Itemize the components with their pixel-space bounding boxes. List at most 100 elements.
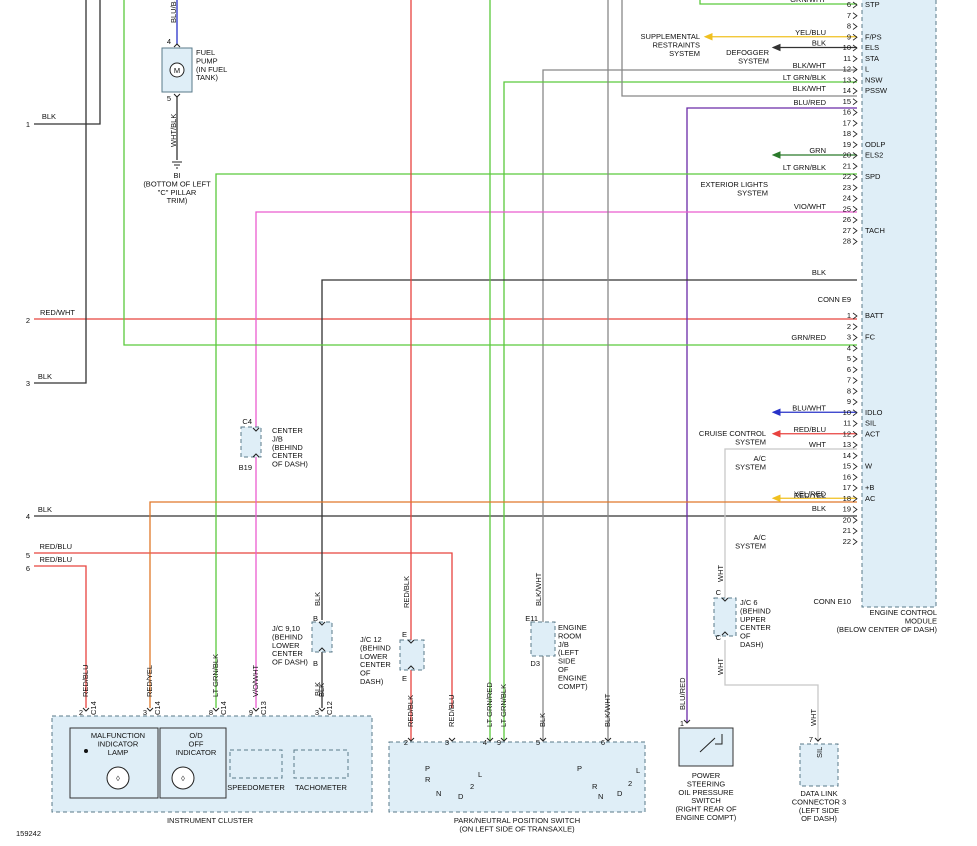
ecm-pin-number: 21 — [843, 161, 851, 170]
pin-label: C — [716, 588, 722, 597]
wire-label: BLK — [812, 268, 826, 277]
wire-label: RED/BLU — [39, 555, 72, 564]
wire-label: BLU/RED — [793, 98, 826, 107]
ecm-pin-number: 19 — [843, 140, 851, 149]
ecm-pin-number: 10 — [843, 408, 851, 417]
gear-label: R — [425, 775, 431, 784]
connector-chevron — [486, 737, 494, 742]
wire-label: WHT — [716, 565, 725, 582]
wire-label: BLK — [38, 505, 52, 514]
connector-chevron — [252, 453, 260, 458]
wires-layer — [34, 0, 857, 771]
ecm-pin-chevron — [852, 87, 858, 95]
wire-label: RED/BLU — [793, 425, 826, 434]
ecm-pin-chevron — [852, 66, 858, 73]
gear-label: N — [436, 789, 441, 798]
connector-chevron — [407, 737, 415, 742]
pin-number: 8 — [209, 708, 213, 717]
connector-chevron — [82, 707, 90, 712]
ecm-pin-number: 19 — [843, 505, 851, 514]
ecm-pin-number: 2 — [847, 322, 851, 331]
wire-label: RED/YEL — [145, 665, 154, 697]
connector-chevron — [814, 737, 822, 742]
ecm-pin-chevron — [852, 195, 858, 202]
ground-icon — [172, 161, 182, 169]
ecm-pin-number: 18 — [843, 129, 851, 138]
ecm-pin-chevron — [852, 463, 858, 470]
lamp-icon — [106, 766, 130, 790]
center-jb-box — [240, 426, 262, 458]
ecm-pin-number: 6 — [847, 365, 851, 374]
wire-sil — [724, 448, 857, 598]
gear-label: R — [592, 782, 598, 791]
pin-number: 3 — [143, 708, 147, 717]
ecm-pin-number: 14 — [843, 86, 851, 95]
wire-label: LT GRN/BLK — [499, 684, 508, 727]
connector-chevron — [539, 737, 547, 742]
arrow-icon — [703, 32, 713, 41]
pin-number: 2 — [404, 738, 408, 747]
ref-number: 2 — [26, 316, 30, 325]
ecm-pin-name: L — [865, 65, 869, 74]
mil-circuit — [69, 727, 159, 799]
wire-label: WHT — [809, 709, 818, 726]
ecm-pin-name: +B — [865, 483, 874, 492]
connector-chevron — [721, 631, 729, 636]
ecm-pin-chevron — [852, 173, 858, 181]
ecm-pin-chevron — [852, 538, 858, 546]
wire-label: GRN — [809, 146, 826, 155]
connector-chevron — [252, 427, 260, 432]
od-circuit — [159, 727, 227, 799]
ecm-conn-e9: CONN E9 — [818, 295, 851, 304]
ecm-pin-chevron — [852, 141, 858, 149]
wire-label: BLU/RED — [678, 677, 687, 710]
ecm-pin-chevron — [852, 162, 858, 170]
gear-label: D — [617, 789, 623, 798]
wire-label: WHT/BLK — [169, 114, 178, 147]
ecm-pin-number: 15 — [843, 97, 851, 106]
connector-chevron — [448, 737, 456, 742]
ecm-pin-number: 26 — [843, 215, 851, 224]
ecm-pin-chevron — [852, 55, 858, 63]
ecm-pin-number: 17 — [843, 483, 851, 492]
ecm-pin-chevron — [852, 377, 858, 384]
ecm-pin-number: 22 — [843, 172, 851, 181]
ecm-pin-name: STP — [865, 0, 880, 9]
arrow-icon — [771, 494, 781, 503]
arrow-icon — [771, 151, 781, 159]
connector-chevron — [173, 93, 181, 98]
wire-label: LT GRN/BLK — [783, 73, 826, 82]
ecm-pin-name: IDLO — [865, 408, 883, 417]
wire-label: BLU/WHT — [792, 403, 826, 412]
ref-number: 5 — [26, 551, 30, 560]
figure-id: 159242 — [16, 829, 41, 838]
ecm-pin-chevron — [852, 355, 858, 363]
wire-label: RED/BLU — [81, 664, 90, 697]
wire-ref-3 — [34, 0, 87, 384]
wire-label: RED/YEL — [794, 491, 826, 500]
connector-chevron — [252, 707, 260, 712]
ecm-pin-chevron — [852, 130, 858, 138]
ecm-pin-number: 9 — [847, 397, 851, 406]
speedometer-label: SPEEDOMETER — [227, 783, 285, 792]
ecm-pin-number: 24 — [843, 194, 851, 203]
ecm-pin-chevron — [852, 227, 858, 235]
ecm-pin-number: 11 — [843, 54, 851, 63]
engine-room-jb-box — [530, 621, 556, 657]
wire-label: LT GRN/RED — [485, 682, 494, 727]
wire-label: BLK — [313, 592, 322, 606]
wire-label: WHT — [716, 658, 725, 675]
pin-label: B19 — [239, 463, 252, 472]
wire-label: RED/BLK — [406, 695, 415, 727]
wire-label: YEL/RED — [794, 489, 827, 498]
connector-id: C14 — [89, 701, 98, 715]
